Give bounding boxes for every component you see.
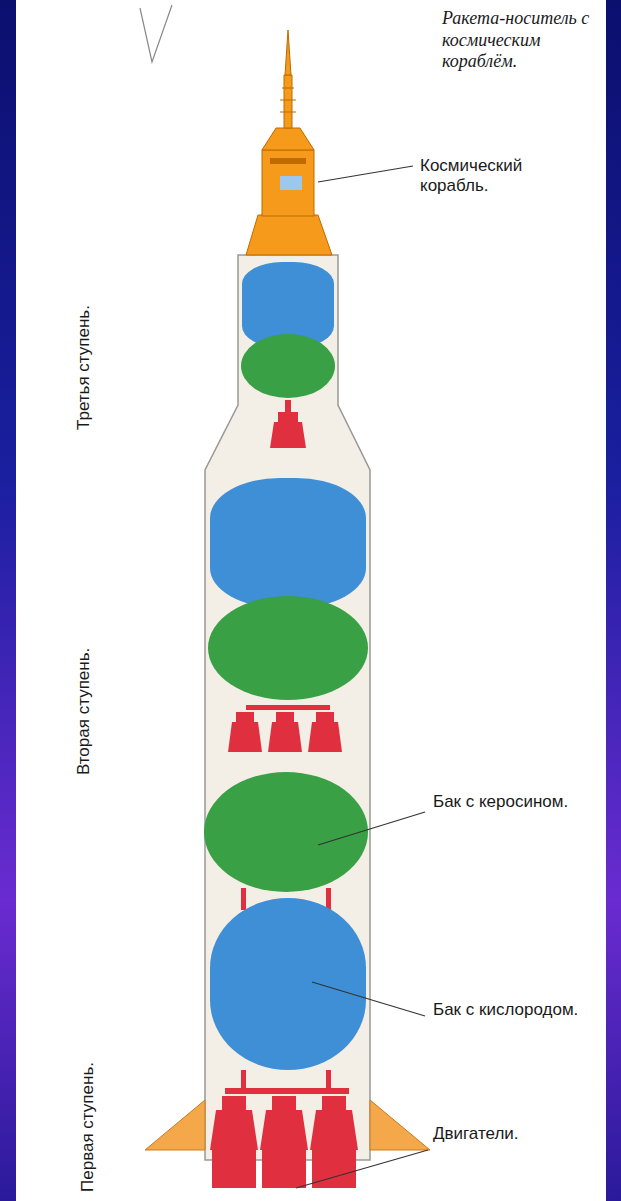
part-label: Бак с кислородом. [433,1000,593,1020]
part-label: Двигатели. [433,1124,519,1144]
stage-label: Вторая ступень. [74,648,94,775]
stage-label: Третья ступень. [74,305,94,430]
stage-label: Первая ступень. [78,1062,98,1192]
title-text: Ракета-носитель с космическим кораблём. [442,8,592,73]
part-label: Космический корабль. [420,156,560,197]
part-label: Бак с керосином. [433,792,573,812]
